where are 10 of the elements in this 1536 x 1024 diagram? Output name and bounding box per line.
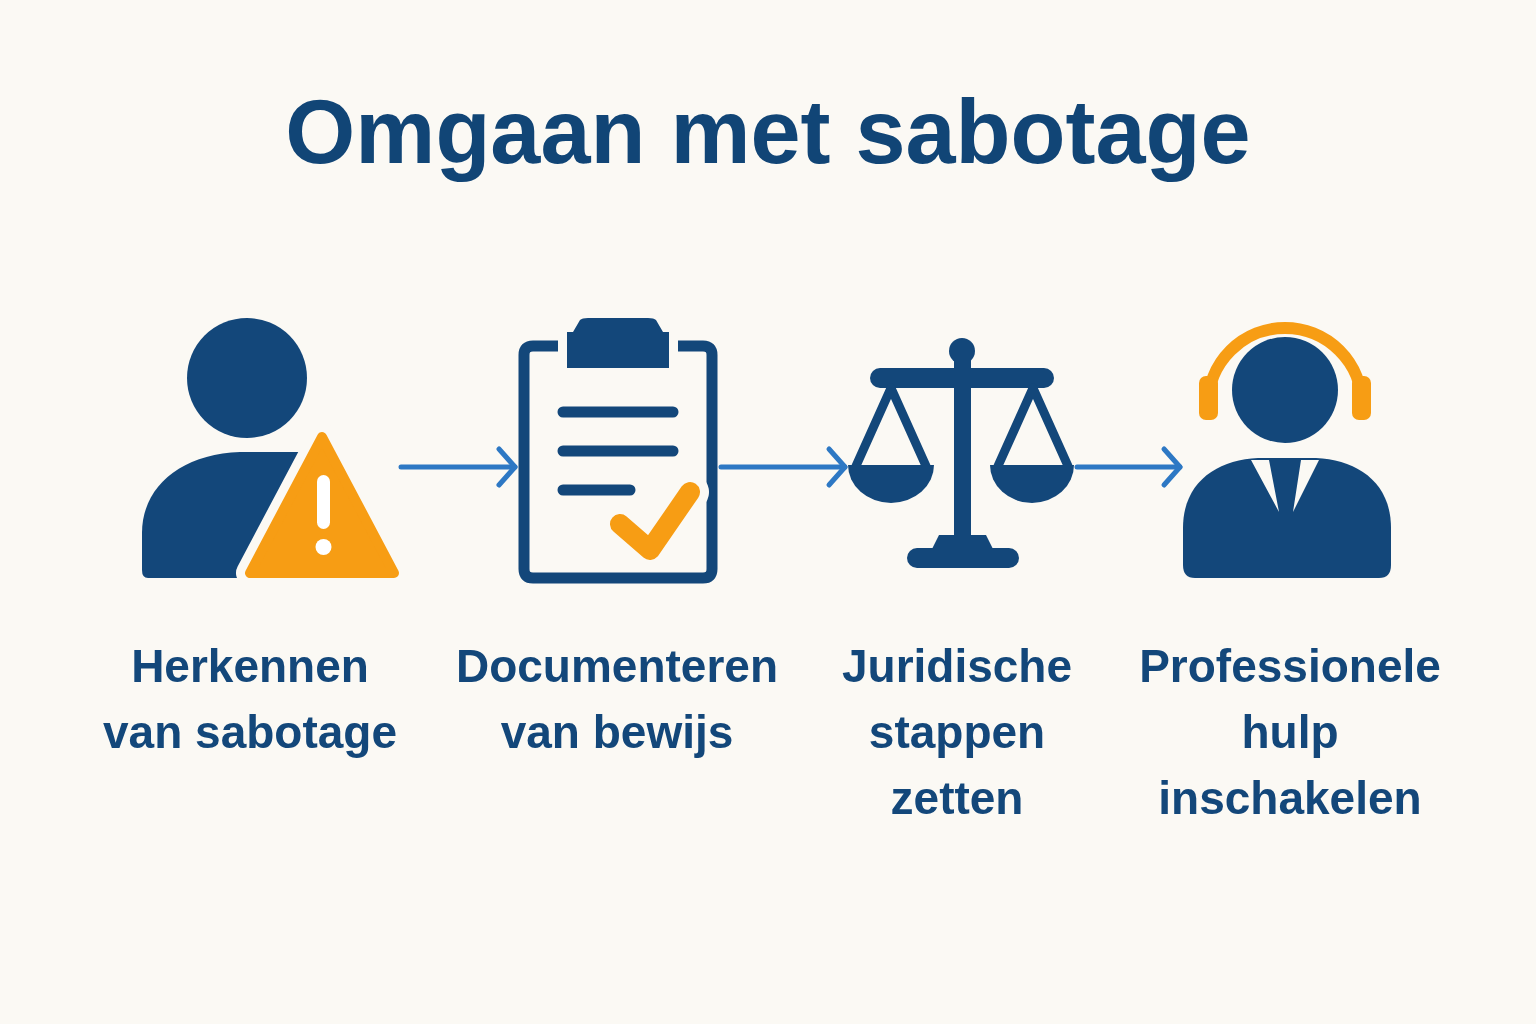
scales-icon: [848, 338, 1074, 568]
clipboard-check-icon: [518, 318, 718, 584]
step-caption: Herkennen van sabotage: [102, 639, 398, 760]
diagram-title: Omgaan met sabotage: [285, 81, 1251, 184]
step-caption: Professionele hulp inschakelen: [1138, 639, 1442, 826]
arrow: [718, 446, 848, 488]
step-caption: Documenteren van bewijs: [454, 639, 780, 760]
arrow: [1074, 446, 1183, 488]
step-caption: Juridische stappen zetten: [840, 639, 1074, 826]
arrow: [398, 446, 518, 488]
